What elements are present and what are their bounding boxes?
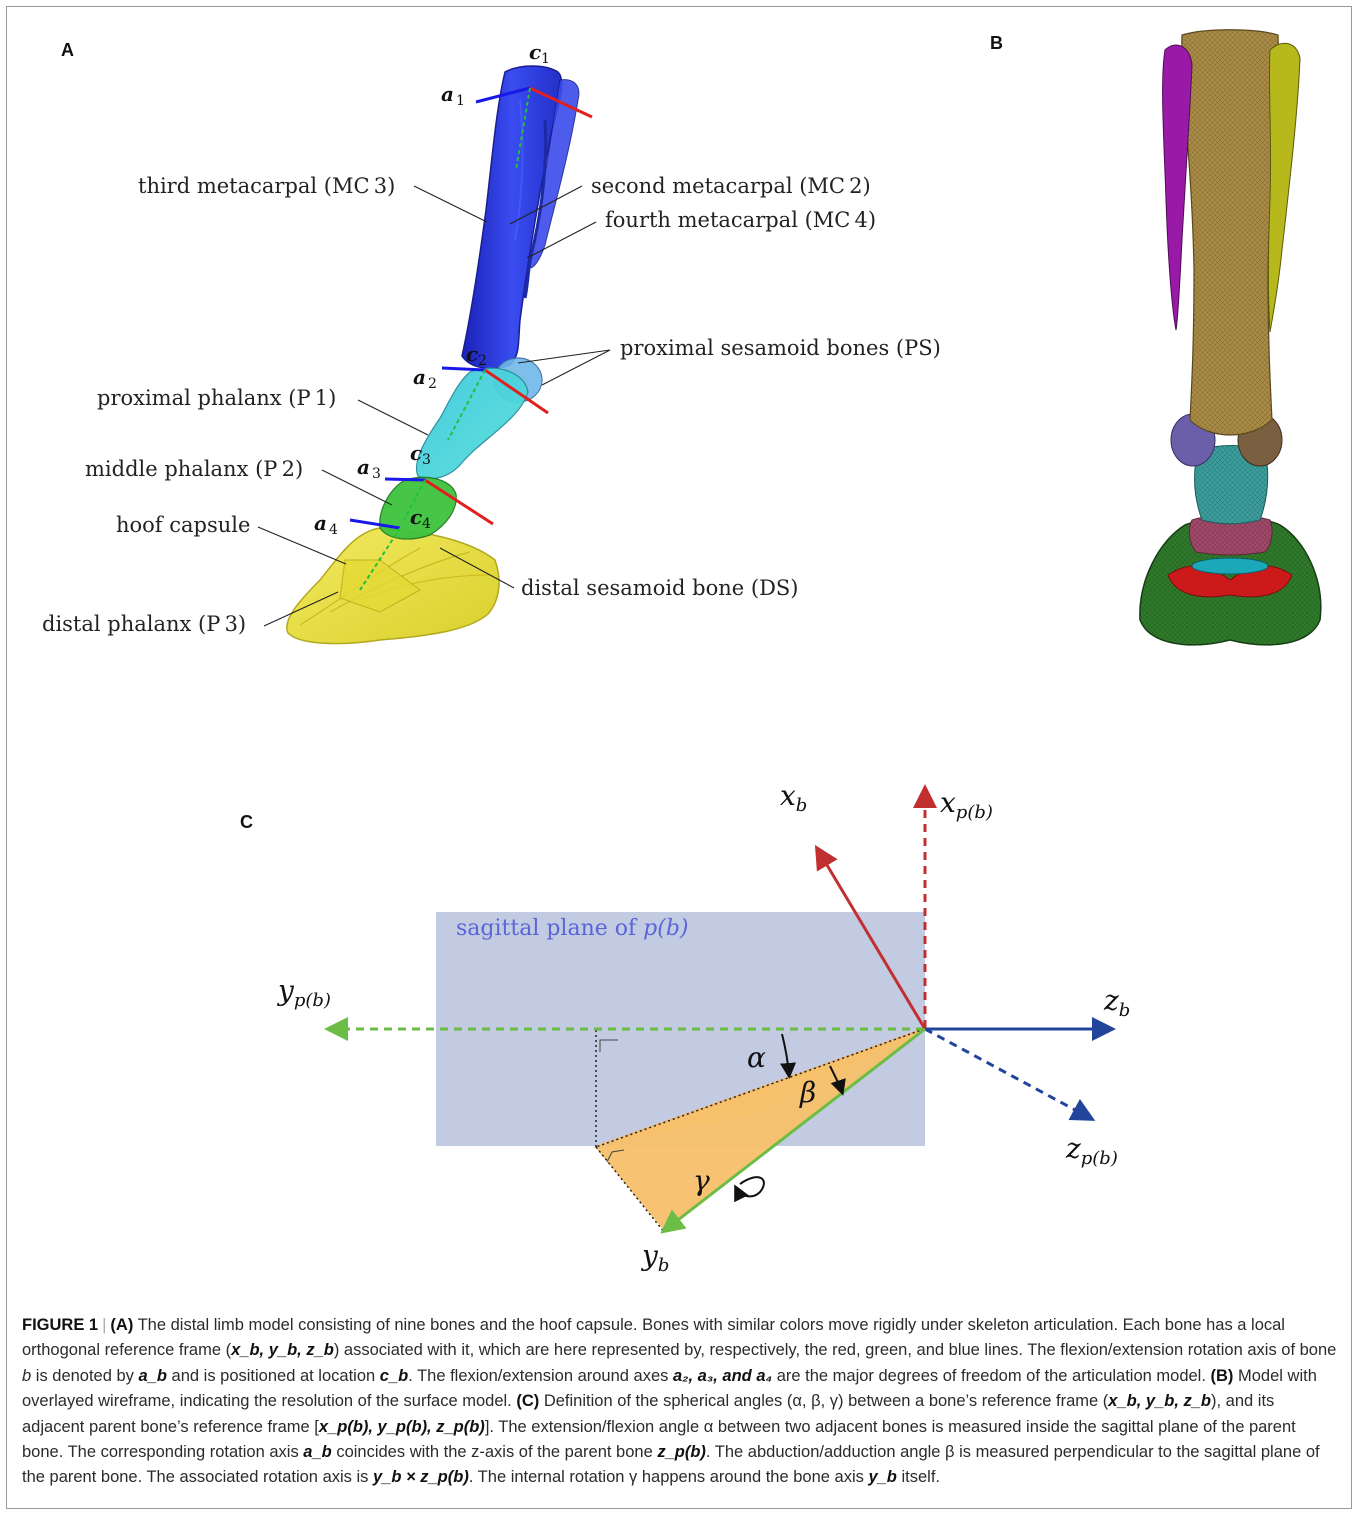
label-c1: c (529, 40, 541, 64)
caption-math: a_b (139, 1367, 167, 1385)
caption-text: . The internal rotation γ happens around… (469, 1468, 869, 1486)
label-c2-sub: 2 (478, 353, 487, 369)
caption-figure-label: FIGURE 1 (22, 1316, 98, 1334)
label-a4-sub: 4 (329, 522, 338, 538)
label-y-pb: yp(b) (276, 974, 331, 1011)
caption-text: is denoted by (31, 1367, 138, 1385)
label-second-metacarpal: second metacarpal (MC 2) (591, 174, 871, 198)
caption-tag-b: (B) (1211, 1367, 1234, 1385)
label-hoof-capsule: hoof capsule (116, 513, 250, 537)
label-z-pb: zp(b) (1065, 1132, 1118, 1169)
alpha-label: α (747, 1041, 766, 1074)
caption-math: c_b (380, 1367, 408, 1385)
label-c4: c (410, 505, 422, 529)
plane-label: sagittal plane of p(b) (456, 916, 689, 941)
gamma-arrow (736, 1177, 764, 1196)
caption-math: x_p(b), y_p(b), z_p(b) (319, 1418, 485, 1436)
z-pb-axis (925, 1029, 1090, 1118)
caption-text: ) associated with it, which are here rep… (334, 1341, 1337, 1359)
figure-caption: FIGURE 1|(A) The distal limb model consi… (22, 1313, 1340, 1491)
label-a1-sub: 1 (456, 93, 465, 109)
label-distal-sesamoid: distal sesamoid bone (DS) (521, 576, 799, 600)
metacarpal-shapes (462, 66, 579, 368)
label-proximal-sesamoid: proximal sesamoid bones (PS) (620, 336, 941, 360)
caption-math: z_p(b) (657, 1443, 706, 1461)
label-distal-phalanx: distal phalanx (P 3) (42, 612, 246, 636)
label-c2: c (466, 342, 478, 366)
label-c4-sub: 4 (422, 516, 431, 532)
label-fourth-metacarpal: fourth metacarpal (MC 4) (605, 208, 876, 232)
label-a4: a (314, 511, 327, 535)
caption-text: are the major degrees of freedom of the … (772, 1367, 1210, 1385)
caption-text: . The flexion/extension around axes (408, 1367, 673, 1385)
gamma-label: γ (693, 1164, 710, 1197)
caption-tag-c: (C) (516, 1392, 539, 1410)
panel-c-spherical-angles: sagittal plane of p(b) xb xp(b) yp(b) zb… (0, 760, 1360, 1300)
caption-math: b (22, 1367, 31, 1385)
label-a3: a (357, 455, 370, 479)
panel-b-wireframe-model (1120, 20, 1350, 660)
caption-math: y_b × z_p(b) (373, 1468, 469, 1486)
caption-math: x_b, y_b, z_b (1108, 1392, 1211, 1410)
label-proximal-phalanx: proximal phalanx (P 1) (97, 386, 336, 410)
caption-text: coincides with the z-axis of the parent … (332, 1443, 658, 1461)
label-y-b: yb (640, 1239, 669, 1276)
beta-label: β (799, 1076, 816, 1109)
label-a1: a (441, 82, 454, 106)
caption-text: and is positioned at location (167, 1367, 380, 1385)
caption-math: a_b (303, 1443, 331, 1461)
label-c3: c (410, 441, 422, 465)
label-a2: a (413, 365, 426, 389)
caption-tag-a: (A) (110, 1316, 133, 1334)
label-c1-sub: 1 (541, 51, 550, 67)
caption-separator: | (102, 1316, 106, 1334)
caption-math: x_b, y_b, z_b (231, 1341, 334, 1359)
label-x-pb: xp(b) (940, 786, 993, 823)
label-z-b: zb (1103, 984, 1130, 1021)
label-c3-sub: 3 (422, 452, 431, 468)
label-a2-sub: 2 (428, 376, 437, 392)
label-x-b: xb (780, 779, 807, 816)
caption-math: a₂, a₃, and a₄ (673, 1367, 772, 1385)
label-a3-sub: 3 (372, 466, 381, 482)
caption-text: itself. (897, 1468, 940, 1486)
caption-math: y_b (868, 1468, 896, 1486)
label-middle-phalanx: middle phalanx (P 2) (85, 457, 303, 481)
hoof-capsule-shape (287, 528, 499, 644)
label-third-metacarpal: third metacarpal (MC 3) (138, 174, 395, 198)
caption-text: Definition of the spherical angles (α, β… (539, 1392, 1108, 1410)
